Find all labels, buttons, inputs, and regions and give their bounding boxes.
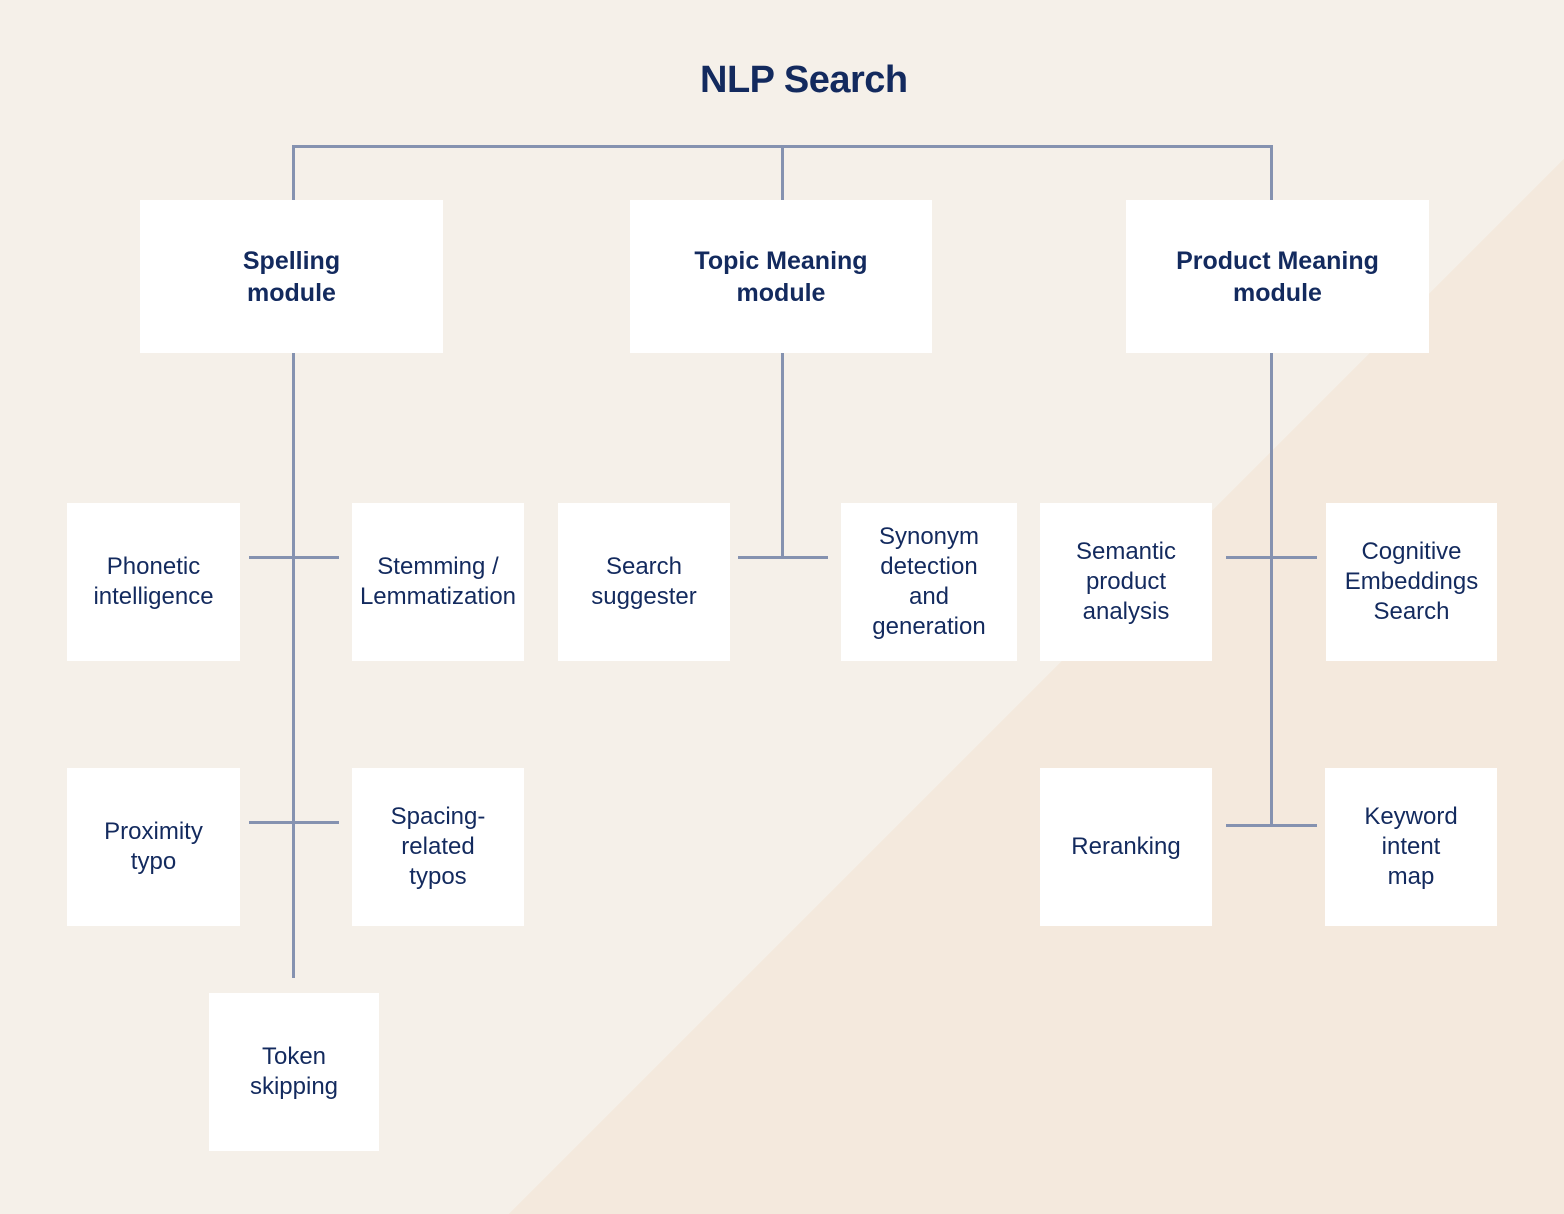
node-label-phonetic: Phonetic intelligence	[93, 553, 214, 610]
connector-topic-crossbar	[738, 556, 828, 559]
node-label-search: Search suggester	[591, 553, 697, 610]
node-label-semantic: Semantic product analysis	[1075, 538, 1177, 625]
node-product-meaning-module: Product Meaning module	[1126, 200, 1429, 353]
node-label-keyword: Keyword intent map	[1364, 803, 1458, 890]
connector-spelling-crossbar-1	[249, 556, 339, 559]
connector-spelling-trunk	[292, 145, 295, 978]
connector-product-crossbar-1	[1226, 556, 1317, 559]
node-label-stemming: Stemming / Lemmatization	[359, 553, 517, 610]
node-label-proximity: Proximity typo	[104, 818, 203, 875]
node-reranking: Reranking	[1040, 768, 1212, 926]
node-cognitive-embeddings-search: Cognitive Embeddings Search	[1326, 503, 1497, 661]
node-spacing-related-typos: Spacing- related typos	[352, 768, 524, 926]
diagram-title: NLP Search	[700, 59, 908, 101]
node-keyword-intent-map: Keyword intent map	[1325, 768, 1497, 926]
node-label-reranking: Reranking	[1071, 833, 1181, 860]
node-phonetic-intelligence: Phonetic intelligence	[67, 503, 240, 661]
connector-spelling-crossbar-2	[249, 821, 339, 824]
connector-product-trunk	[1270, 145, 1273, 827]
node-label-spelling: Spelling module	[242, 246, 341, 307]
node-label-synonym: Synonym detection and generation	[872, 523, 986, 640]
node-label-topic: Topic Meaning module	[694, 246, 868, 307]
node-semantic-product-analysis: Semantic product analysis	[1040, 503, 1212, 661]
node-proximity-typo: Proximity typo	[67, 768, 240, 926]
node-stemming-lemmatization: Stemming / Lemmatization	[352, 503, 524, 661]
node-token-skipping: Token skipping	[209, 993, 379, 1151]
connector-product-crossbar-2	[1226, 824, 1317, 827]
node-spelling-module: Spelling module	[140, 200, 443, 353]
node-topic-meaning-module: Topic Meaning module	[630, 200, 932, 353]
node-label-cognitive: Cognitive Embeddings Search	[1344, 538, 1479, 625]
node-synonym-detection-generation: Synonym detection and generation	[841, 503, 1017, 661]
node-search-suggester: Search suggester	[558, 503, 730, 661]
node-label-token: Token skipping	[249, 1043, 339, 1100]
node-label-product: Product Meaning module	[1176, 246, 1379, 307]
node-label-spacing: Spacing- related typos	[390, 803, 486, 890]
